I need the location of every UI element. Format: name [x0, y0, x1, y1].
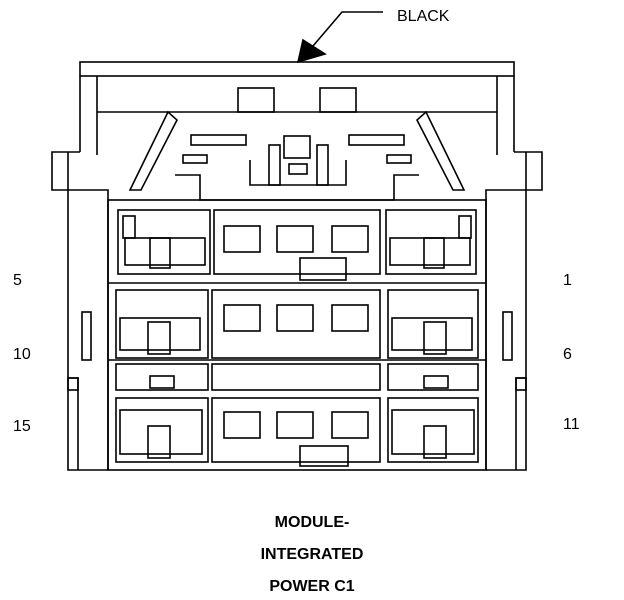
connector-face: [107, 199, 487, 471]
black-callout-arrow: [296, 11, 383, 64]
pin-label-15: 15: [13, 418, 31, 435]
pin-label-1: 1: [563, 272, 572, 289]
pin-label-11: 11: [563, 416, 580, 433]
connector-top-housing: [79, 61, 515, 201]
caption-line-2: INTEGRATED: [260, 546, 364, 563]
cavity-row-middle: [115, 289, 479, 359]
caption-line-1: MODULE-: [274, 514, 350, 531]
caption-line-3: POWER C1: [269, 578, 355, 595]
cavity-row-bottom: [115, 363, 479, 467]
pin-label-10: 10: [13, 346, 31, 363]
pin-label-5: 5: [13, 272, 22, 289]
callout-label-black: BLACK: [397, 8, 450, 25]
pin-label-6: 6: [563, 346, 572, 363]
cavity-row-top: [117, 209, 477, 281]
